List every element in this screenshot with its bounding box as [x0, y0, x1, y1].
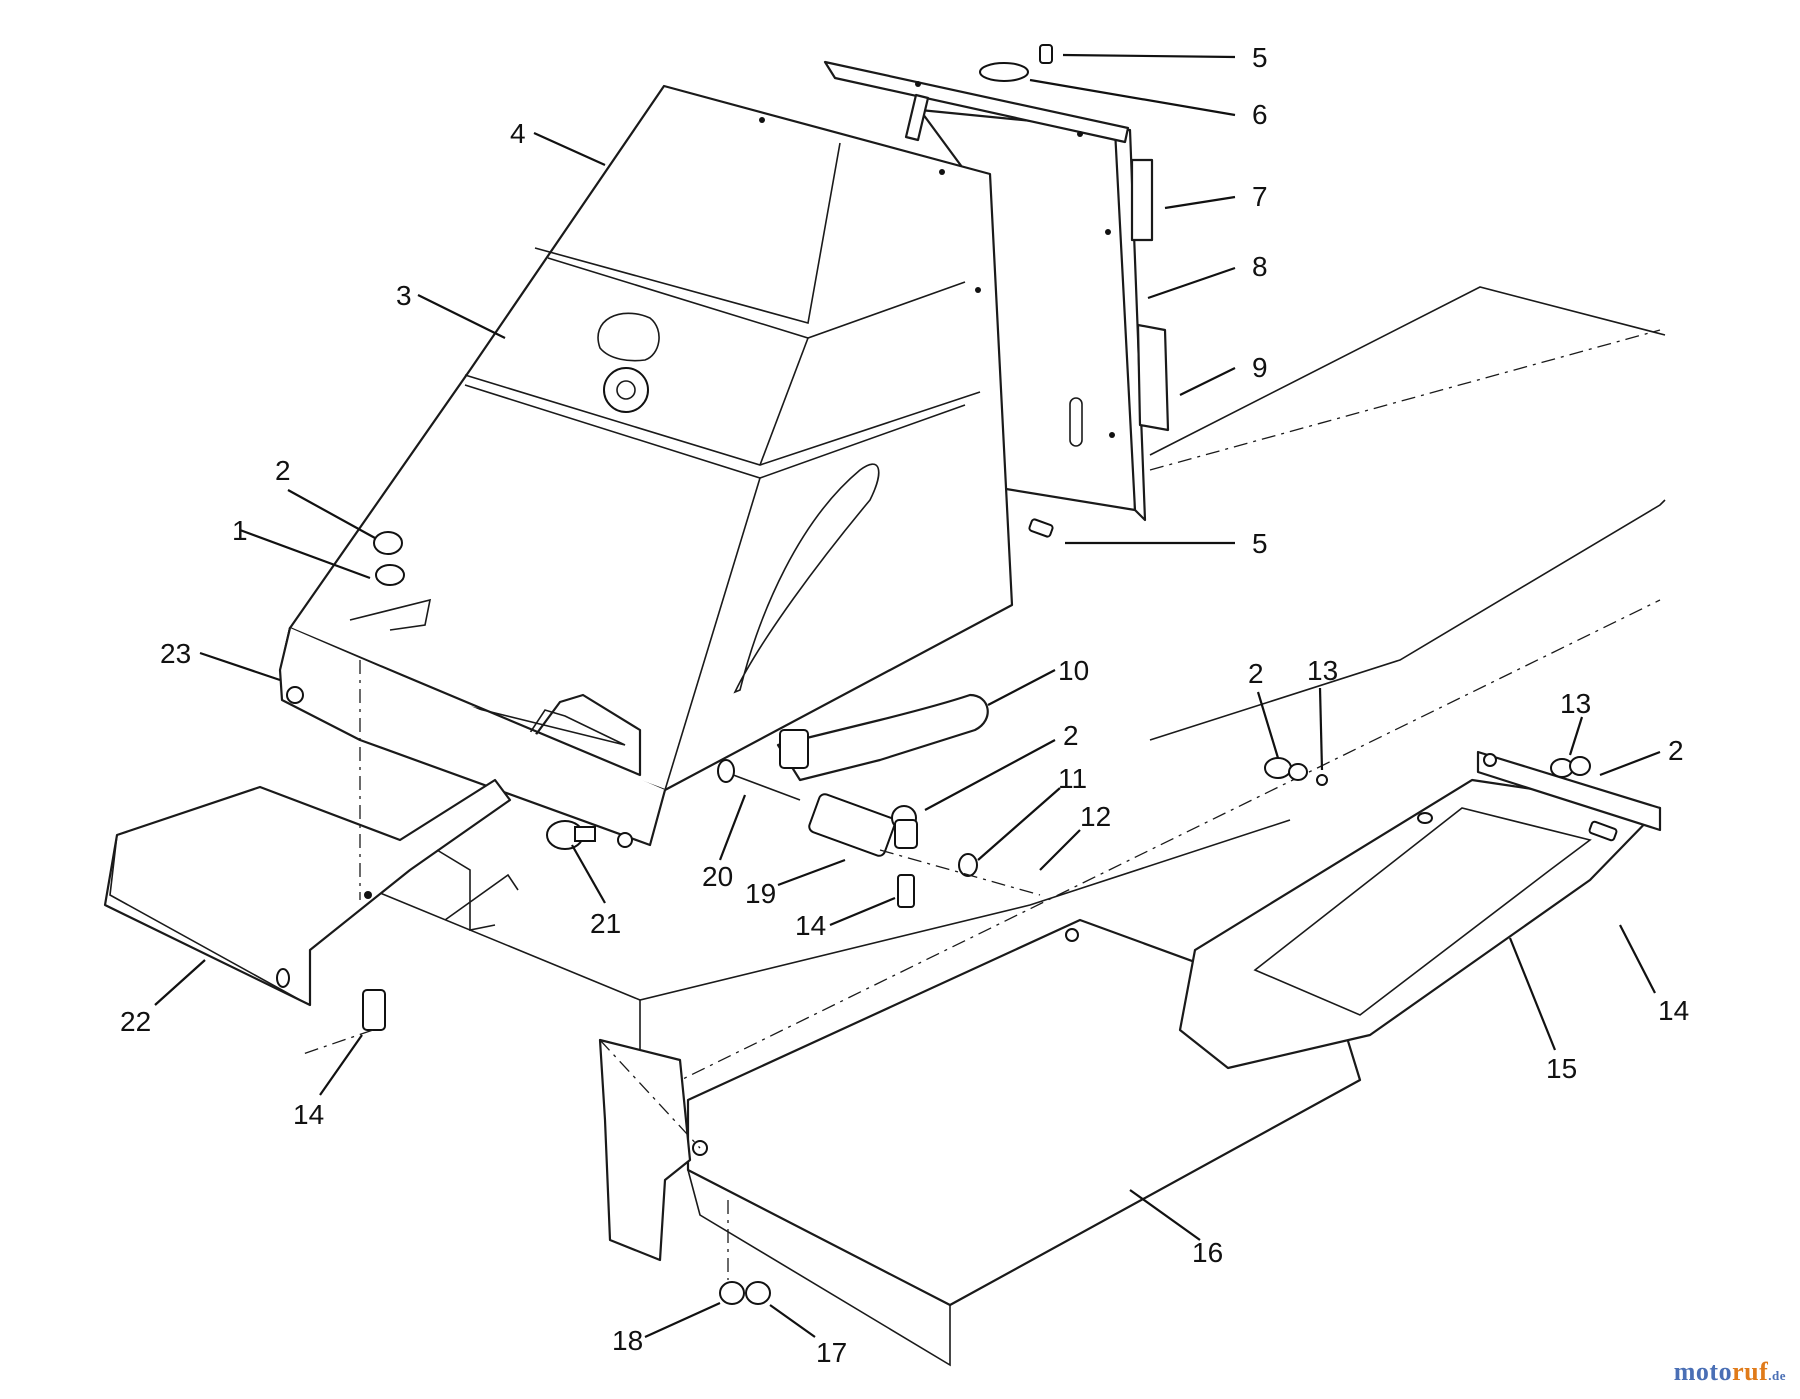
callout-16: 16	[1192, 1237, 1223, 1268]
callout-13-mid: 13	[1307, 655, 1338, 686]
callout-2-right-mid: 2	[1248, 658, 1264, 689]
callout-22: 22	[120, 1006, 151, 1037]
callout-10: 10	[1058, 655, 1089, 686]
callout-18: 18	[612, 1325, 643, 1356]
callout-12: 12	[1080, 801, 1111, 832]
callout-5-top: 5	[1252, 42, 1268, 73]
hardware-items	[299, 44, 1618, 1305]
callout-15: 15	[1546, 1053, 1577, 1084]
callout-14-right: 14	[1658, 995, 1689, 1026]
part-22-left-plate	[103, 778, 519, 1007]
part-7-top-bar	[823, 60, 1130, 144]
watermark-part-1: moto	[1673, 1357, 1733, 1386]
motoruf-watermark-logo: motoruf.de	[1674, 1357, 1786, 1387]
callout-5-right: 5	[1252, 528, 1268, 559]
watermark-part-3: .de	[1768, 1368, 1786, 1383]
callout-21: 21	[590, 908, 621, 939]
leader-lines	[154, 53, 1661, 1339]
callout-6: 6	[1252, 99, 1268, 130]
watermark-part-2: ruf	[1732, 1357, 1769, 1386]
callout-4: 4	[510, 118, 526, 149]
callout-3: 3	[396, 280, 412, 311]
callout-14-mid: 14	[795, 910, 826, 941]
callout-2-mid: 2	[1063, 720, 1079, 751]
callout-1: 1	[232, 515, 248, 546]
callout-2-left: 2	[275, 455, 291, 486]
callout-11: 11	[1058, 763, 1087, 794]
callout-7: 7	[1252, 181, 1268, 212]
part-8-rear-panel	[918, 108, 1170, 522]
callout-9: 9	[1252, 352, 1268, 383]
callout-numbers: 5 6 4 7 8 3 9 2 1 5 23 10 2 13 2 13 2 11…	[120, 42, 1689, 1368]
callout-2-far-right: 2	[1668, 735, 1684, 766]
part-23-front-plate	[278, 626, 667, 848]
part-15-side-plate	[1178, 750, 1662, 1070]
callout-20: 20	[702, 861, 733, 892]
callout-19: 19	[745, 878, 776, 909]
callout-23: 23	[160, 638, 191, 669]
callout-8: 8	[1252, 251, 1268, 282]
callout-14-left: 14	[293, 1099, 324, 1130]
callout-17: 17	[816, 1337, 847, 1368]
callout-13-right: 13	[1560, 688, 1591, 719]
